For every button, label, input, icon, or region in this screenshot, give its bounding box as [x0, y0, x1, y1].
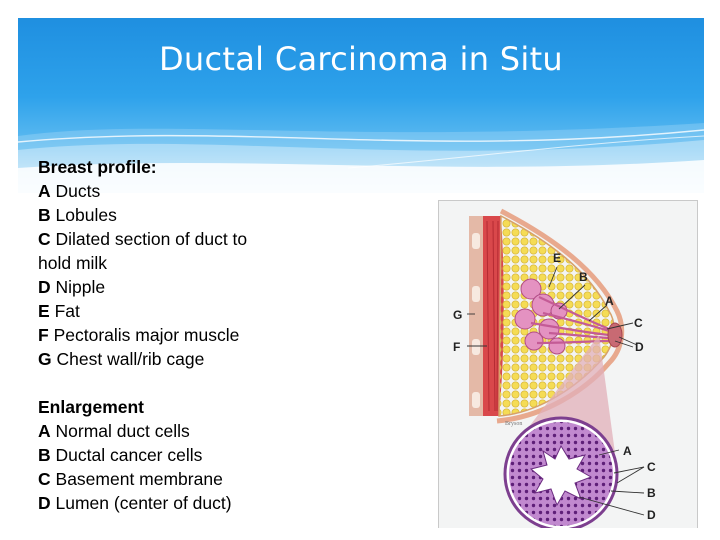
item-text: Ductal cancer cells	[55, 445, 203, 465]
enlargement-heading: Enlargement	[38, 397, 144, 417]
enlargement-label-B: B	[647, 486, 656, 500]
title-banner: Ductal Carcinoma in Situ	[18, 18, 704, 193]
item-text: Normal duct cells	[55, 421, 190, 441]
label-D: D	[635, 340, 644, 354]
description-text: Breast profile: A Ducts B Lobules C Dila…	[38, 155, 338, 515]
duct-lumen	[529, 444, 593, 507]
label-A: A	[605, 294, 614, 308]
breast-anatomy-illustration: E B A G C F D Bryson	[438, 200, 698, 528]
item-key: A	[38, 421, 51, 441]
profile-heading: Breast profile:	[38, 157, 157, 177]
label-G: G	[453, 308, 462, 322]
enlargement-label-A: A	[623, 444, 632, 458]
item-key: G	[38, 349, 52, 369]
item-text: hold milk	[38, 253, 108, 273]
item-key: B	[38, 205, 51, 225]
item-text: Lobules	[55, 205, 117, 225]
item-key: D	[38, 277, 51, 297]
anatomy-drawing: E B A G C F D Bryson	[453, 208, 656, 528]
enlargement-item: A Normal duct cells	[38, 419, 338, 443]
label-F: F	[453, 340, 460, 354]
item-key: E	[38, 301, 50, 321]
pectoralis-muscle	[483, 216, 504, 416]
item-key: A	[38, 181, 51, 201]
chest-wall	[469, 216, 483, 416]
item-key: B	[38, 445, 51, 465]
profile-item: F Pectoralis major muscle	[38, 323, 338, 347]
duct-cross-section	[503, 416, 619, 528]
item-text: Chest wall/rib cage	[56, 349, 205, 369]
enlargement-label-D: D	[647, 508, 656, 522]
enlargement-item: D Lumen (center of duct)	[38, 491, 338, 515]
profile-item-continuation: hold milk	[38, 251, 338, 275]
item-text: Ducts	[55, 181, 101, 201]
profile-item: D Nipple	[38, 275, 338, 299]
item-text: Pectoralis major muscle	[53, 325, 240, 345]
profile-item: G Chest wall/rib cage	[38, 347, 338, 371]
label-C: C	[634, 316, 643, 330]
label-B: B	[579, 270, 588, 284]
item-text: Fat	[54, 301, 80, 321]
enlargement-item: B Ductal cancer cells	[38, 443, 338, 467]
leader-lines	[467, 266, 638, 348]
item-key: C	[38, 229, 51, 249]
item-key: D	[38, 493, 51, 513]
profile-item: E Fat	[38, 299, 338, 323]
nipple	[607, 322, 623, 348]
item-text: Lumen (center of duct)	[55, 493, 232, 513]
profile-item: B Lobules	[38, 203, 338, 227]
profile-item: A Ducts	[38, 179, 338, 203]
item-key: F	[38, 325, 49, 345]
ducts	[530, 296, 610, 345]
profile-item: C Dilated section of duct to	[38, 227, 338, 251]
slide-title: Ductal Carcinoma in Situ	[158, 40, 563, 78]
item-text: Basement membrane	[55, 469, 223, 489]
artist-signature: Bryson	[505, 421, 522, 427]
enlargement-item: C Basement membrane	[38, 467, 338, 491]
spacer	[38, 371, 338, 395]
slide: Ductal Carcinoma in Situ Breast profile:…	[18, 18, 704, 528]
banner-wave-decoration	[18, 123, 704, 193]
label-E: E	[553, 251, 561, 265]
item-text: Nipple	[55, 277, 106, 297]
enlargement-leader-lines	[578, 449, 645, 516]
item-key: C	[38, 469, 51, 489]
enlargement-label-C: C	[647, 460, 656, 474]
item-text: Dilated section of duct to	[55, 229, 248, 249]
